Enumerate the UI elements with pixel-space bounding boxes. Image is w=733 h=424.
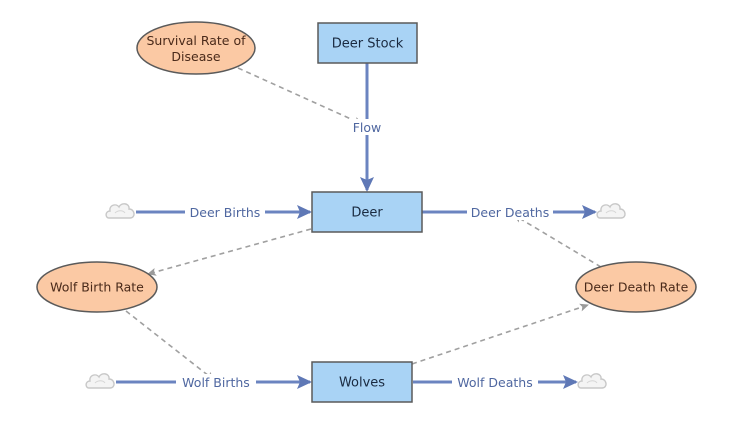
aux-label: Deer Death Rate — [584, 280, 689, 295]
stock-label: Deer — [351, 206, 383, 221]
aux-label-line2: Disease — [171, 49, 220, 64]
flow-labels: Flow Deer Births Deer Deaths Wolf Births… — [176, 119, 553, 390]
link-wolf-birth-rate-to-wolf-births — [125, 310, 215, 381]
link-wolves-to-deer-death-rate — [411, 303, 589, 365]
link-survival-to-flow — [237, 67, 363, 125]
stock-label: Wolves — [339, 376, 385, 391]
link-deer-to-wolf-birth-rate — [147, 228, 312, 276]
stock-wolves[interactable]: Wolves — [311, 361, 413, 403]
cloud-icon — [577, 373, 607, 389]
clouds — [85, 203, 626, 389]
aux-label: Wolf Birth Rate — [50, 280, 144, 295]
stock-label: Deer Stock — [332, 37, 404, 52]
info-links — [125, 67, 602, 381]
link-deer-death-rate-to-deer-deaths — [513, 214, 602, 268]
flow-label-deer-births[interactable]: Deer Births — [190, 205, 261, 220]
flow-label-wolf-births[interactable]: Wolf Births — [182, 375, 250, 390]
cloud-icon — [85, 373, 115, 389]
aux-survival-rate-of-disease[interactable]: Survival Rate of Disease — [136, 21, 256, 75]
auxiliaries: Survival Rate of Disease Wolf Birth Rate… — [36, 21, 697, 313]
flow-label-flow[interactable]: Flow — [353, 120, 382, 135]
aux-label-line1: Survival Rate of — [146, 33, 246, 48]
aux-deer-death-rate[interactable]: Deer Death Rate — [575, 261, 697, 313]
stock-deer[interactable]: Deer — [311, 191, 423, 233]
stocks: Deer Stock Deer Wolves — [311, 22, 423, 403]
stock-deer-stock[interactable]: Deer Stock — [317, 22, 418, 64]
cloud-icon — [105, 203, 135, 219]
flow-label-wolf-deaths[interactable]: Wolf Deaths — [457, 375, 532, 390]
cloud-icon — [596, 203, 626, 219]
aux-wolf-birth-rate[interactable]: Wolf Birth Rate — [36, 261, 158, 313]
flow-label-deer-deaths[interactable]: Deer Deaths — [471, 205, 549, 220]
